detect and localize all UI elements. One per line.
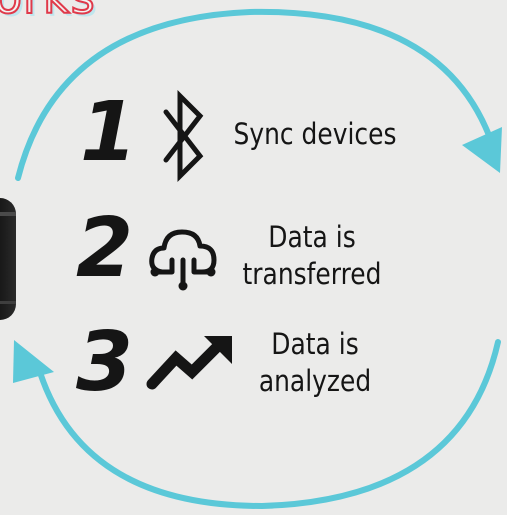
trending-up-icon: [146, 332, 236, 397]
top-arrowhead: [462, 127, 502, 173]
bottom-cycle-arc: [35, 339, 501, 510]
step-1-number: 1: [80, 85, 138, 180]
step-2-number: 2: [76, 201, 134, 296]
step-2-label: Data is transferred: [242, 220, 382, 291]
section-title: orks: [0, 0, 96, 25]
cloud-network-icon: [148, 226, 218, 299]
top-cycle-arc: [15, 8, 493, 181]
step-1-label: Sync devices: [233, 117, 397, 151]
bluetooth-icon: [160, 84, 208, 193]
wearable-device-image: [0, 198, 16, 320]
bottom-arrowhead: [13, 340, 54, 383]
step-3-label: Data is analyzed: [258, 327, 372, 398]
step-3-number: 3: [76, 315, 134, 410]
